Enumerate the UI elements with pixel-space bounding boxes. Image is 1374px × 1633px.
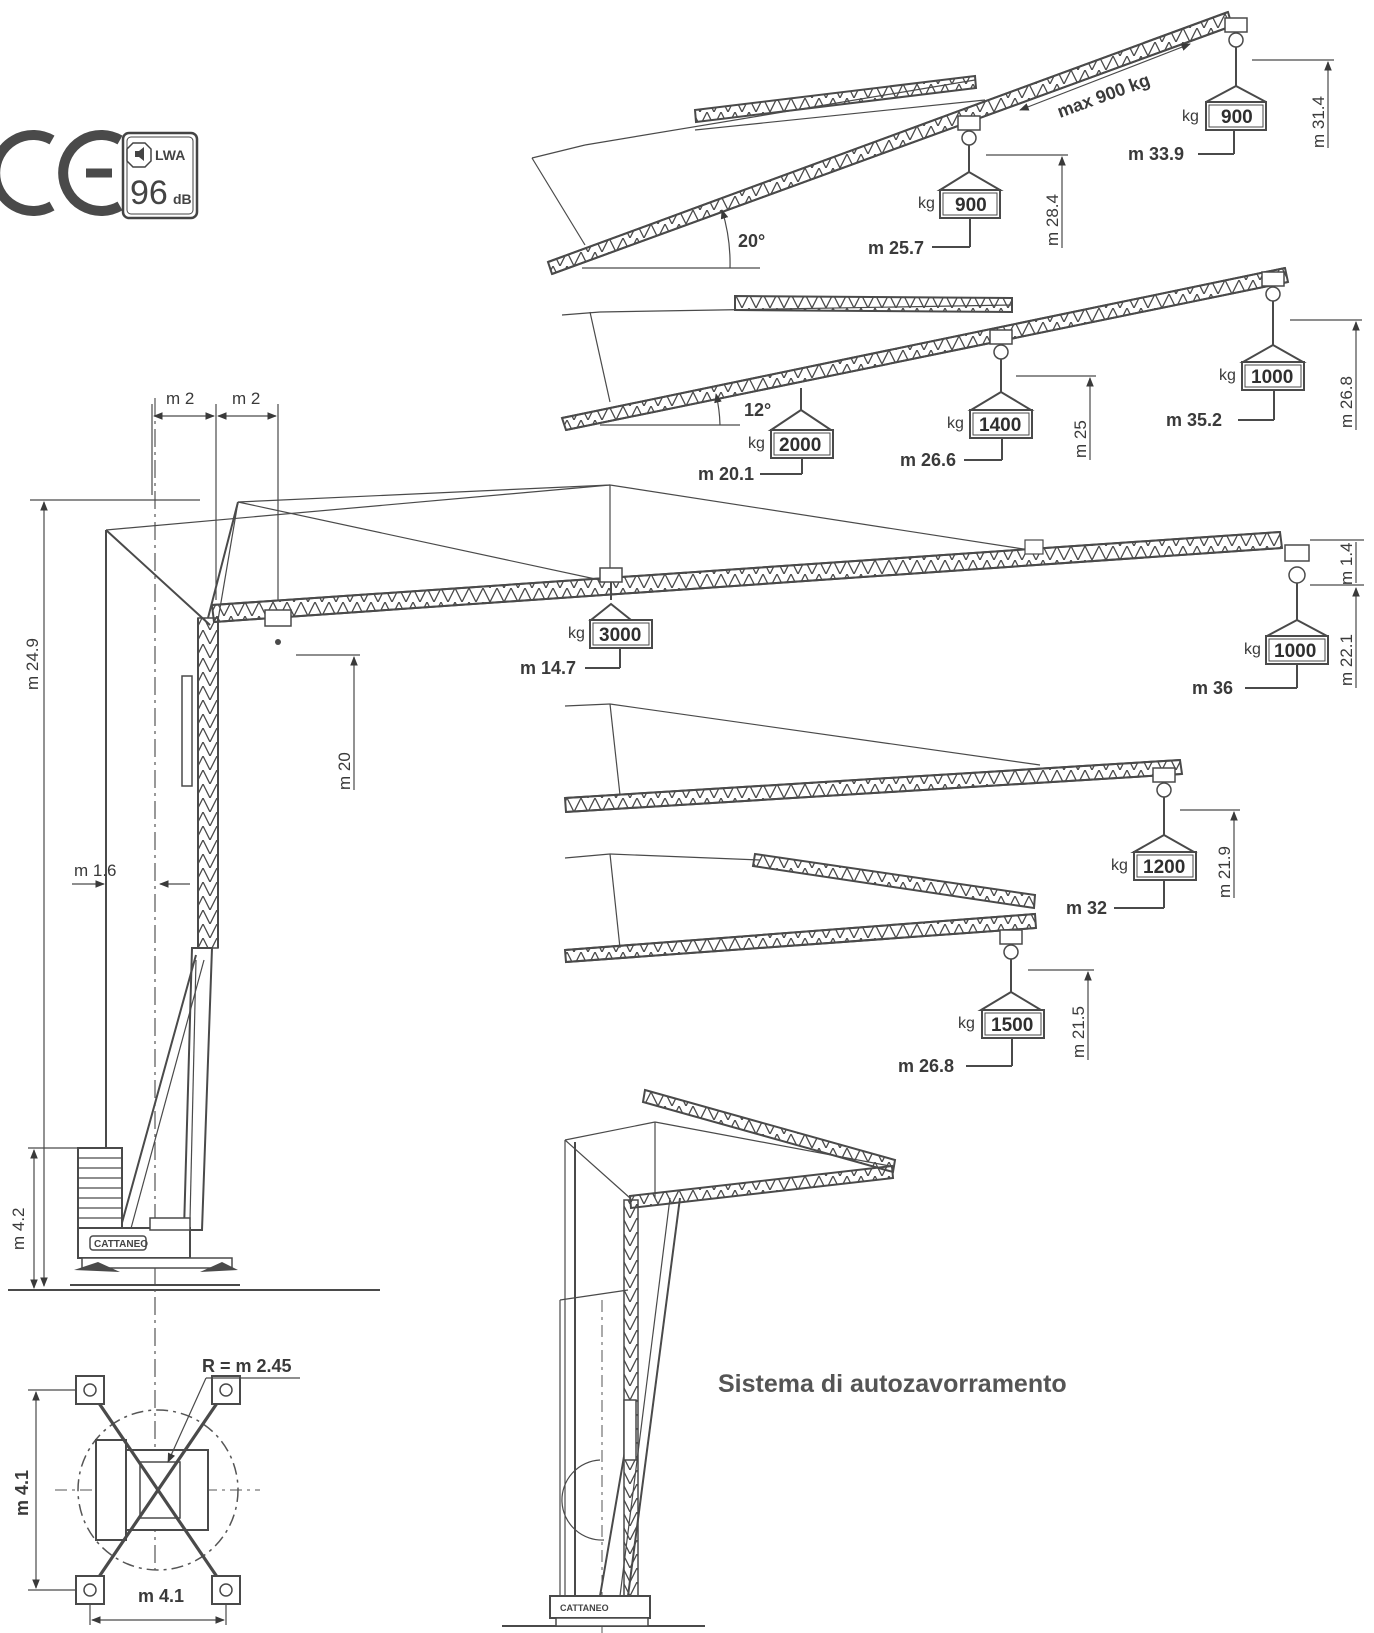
load-weight: 1000 xyxy=(1251,367,1293,388)
ballast-stack xyxy=(77,1147,123,1231)
load-weight: 1000 xyxy=(1274,641,1316,662)
load-radius: m 35.2 xyxy=(1166,410,1222,430)
load-height: m 21.5 xyxy=(1069,1006,1088,1058)
load-height: m 28.4 xyxy=(1043,194,1062,246)
load-3000: 3000 kg m 14.7 xyxy=(520,602,653,678)
load-radius: m 36 xyxy=(1192,678,1233,698)
base-plan: R = m 2.45 m 4.1 m 4.1 xyxy=(12,1356,300,1625)
load-radius: m 33.9 xyxy=(1128,144,1184,164)
brand-logo: CATTANEO xyxy=(560,1603,609,1613)
config-12-degree: 12° xyxy=(560,266,1290,432)
speaker-icon xyxy=(126,142,152,168)
load-weight: 1400 xyxy=(979,415,1021,436)
kg-label: kg xyxy=(748,435,765,452)
brand-logo: CATTANEO xyxy=(94,1239,148,1250)
kg-label: kg xyxy=(1219,367,1236,384)
kg-label: kg xyxy=(568,625,585,642)
load-weight: 2000 xyxy=(779,435,821,456)
dim-tip-hook-height: m 22.1 xyxy=(1337,634,1356,686)
plan-radius: R = m 2.45 xyxy=(202,1356,292,1376)
load-2000: 2000 kg m 20.1 xyxy=(698,408,835,484)
load-radius: m 20.1 xyxy=(698,464,754,484)
noise-badge: LWA 96 dB xyxy=(121,131,199,220)
config-26-8m xyxy=(563,852,1038,992)
load-weight: 1200 xyxy=(1143,857,1185,878)
load-radius: m 25.7 xyxy=(868,238,924,258)
dim-ballast-height: m 4.2 xyxy=(9,1207,28,1250)
kg-label: kg xyxy=(958,1015,975,1032)
load-900-a: 900 kg m 25.7 m 28.4 xyxy=(868,154,1068,258)
self-ballast-caption: Sistema di autozavorramento xyxy=(718,1370,1067,1398)
load-weight: 3000 xyxy=(599,625,641,646)
kg-label: kg xyxy=(1244,641,1261,658)
config-20-degree: 20° max 900 kg xyxy=(531,10,1248,276)
dim-height-total: m 24.9 xyxy=(23,638,42,690)
kg-label: kg xyxy=(947,415,964,432)
load-radius: m 26.8 xyxy=(898,1056,954,1076)
plan-depth: m 4.1 xyxy=(12,1470,32,1516)
kg-label: kg xyxy=(1182,108,1199,125)
kg-label: kg xyxy=(918,195,935,212)
plan-width: m 4.1 xyxy=(138,1586,184,1606)
ce-mark xyxy=(0,130,123,216)
dim-mast-offset: m 1.6 xyxy=(74,861,117,880)
load-1000-12deg: 1000 kg m 35.2 m 26.8 xyxy=(1166,319,1362,430)
load-radius: m 32 xyxy=(1066,898,1107,918)
load-1400: 1400 kg m 26.6 m 25 xyxy=(900,375,1096,470)
kg-label: kg xyxy=(1111,857,1128,874)
angle-label: 20° xyxy=(738,231,765,251)
load-weight: 900 xyxy=(955,195,987,216)
noise-label: LWA xyxy=(155,147,185,163)
main-crane-dimensions: m 2 m 2 m 24.9 m 20 m 1.6 m 4.2 m 1.4 m … xyxy=(9,389,1364,1289)
angle-label: 12° xyxy=(744,400,771,420)
load-1200: 1200 kg m 32 m 21.9 xyxy=(1066,809,1240,918)
load-radius: m 26.6 xyxy=(900,450,956,470)
dim-top-right: m 2 xyxy=(232,389,260,408)
main-crane: CATTANEO xyxy=(8,398,1310,1570)
load-1500: 1500 kg m 26.8 m 21.5 xyxy=(898,969,1094,1076)
dim-tip-height: m 1.4 xyxy=(1337,542,1356,585)
dim-hook-height: m 20 xyxy=(335,752,354,790)
load-height: m 21.9 xyxy=(1215,846,1234,898)
load-1000-main: 1000 kg m 36 xyxy=(1192,618,1329,698)
dim-top-left: m 2 xyxy=(166,389,194,408)
noise-unit: dB xyxy=(173,191,192,207)
self-ballast-crane: CATTANEO Sistema di autozavorramento xyxy=(502,1088,1067,1633)
load-weight: 1500 xyxy=(991,1015,1033,1036)
load-weight: 900 xyxy=(1221,107,1253,128)
load-height: m 31.4 xyxy=(1309,96,1328,148)
load-900-b: 900 kg m 33.9 m 31.4 xyxy=(1128,59,1334,164)
load-height: m 26.8 xyxy=(1337,376,1356,428)
config-32m xyxy=(563,703,1184,835)
noise-value: 96 xyxy=(130,174,168,212)
load-radius: m 14.7 xyxy=(520,658,576,678)
load-height: m 25 xyxy=(1071,420,1090,458)
